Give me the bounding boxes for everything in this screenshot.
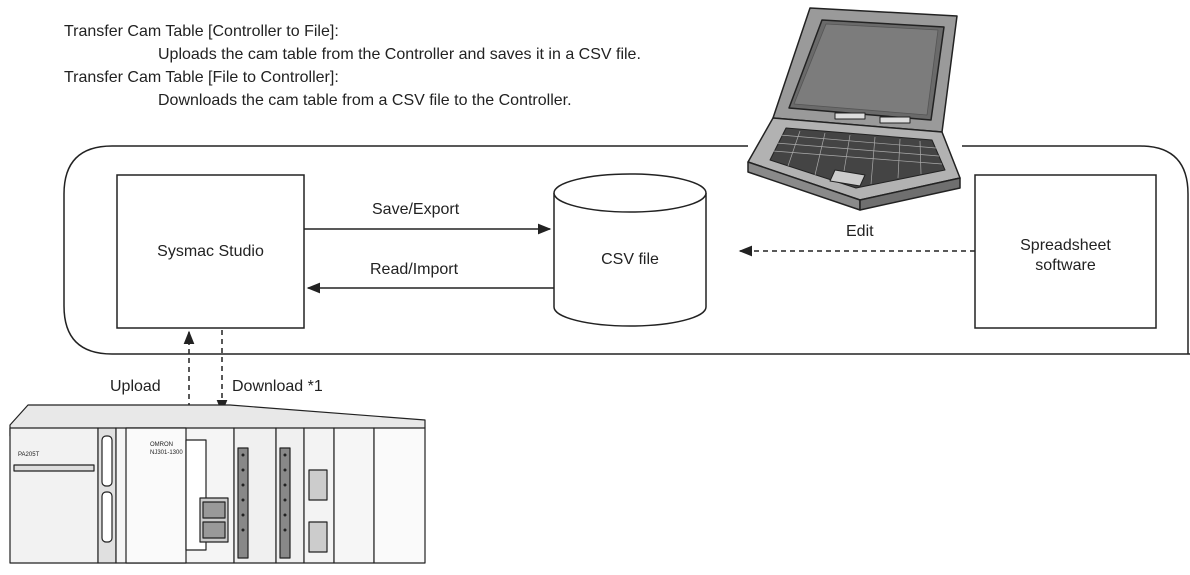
csv-file-label: CSV file (601, 251, 659, 268)
controller-to-file-title: Transfer Cam Table [Controller to File]: (64, 23, 339, 40)
controller-illustration (9, 404, 426, 564)
download-label: Download *1 (232, 378, 323, 395)
cpu-brand-label: OMRON (150, 442, 173, 448)
computer-boundary (63, 145, 1190, 355)
controller-to-file-text: Uploads the cam table from the Controlle… (158, 46, 641, 63)
upload-label: Upload (110, 378, 161, 395)
edit-label: Edit (846, 223, 874, 240)
file-to-controller-title: Transfer Cam Table [File to Controller]: (64, 69, 339, 86)
file-to-controller-text: Downloads the cam table from a CSV file … (158, 92, 572, 109)
sysmac-studio-label: Sysmac Studio (157, 243, 264, 260)
spreadsheet-label-line2: software (1035, 257, 1096, 274)
read-import-label: Read/Import (370, 261, 459, 278)
laptop-illustration (747, 7, 961, 211)
csv-file-cylinder (553, 173, 707, 327)
spreadsheet-label-line1: Spreadsheet (1020, 237, 1111, 254)
cpu-model-label: NJ301-1300 (150, 450, 183, 456)
power-unit-label: PA205T (18, 452, 40, 458)
save-export-label: Save/Export (372, 201, 460, 218)
sysmac-studio-box (116, 174, 305, 329)
